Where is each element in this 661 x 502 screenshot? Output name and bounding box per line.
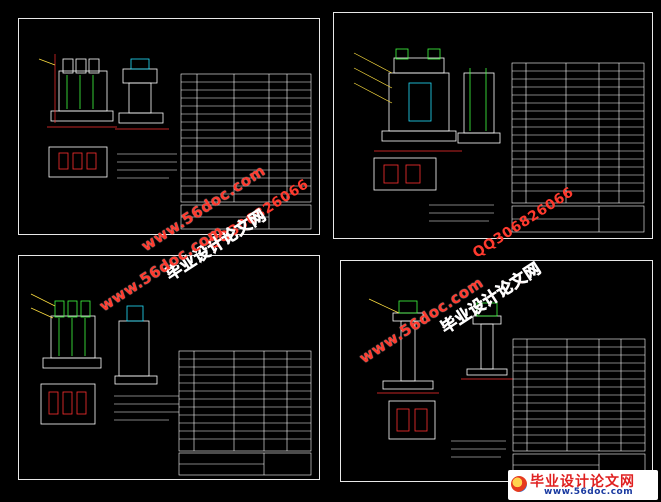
drawing-sheet-top-left[interactable] xyxy=(18,18,320,235)
logo-site-text: www.56doc.com xyxy=(544,487,634,497)
logo-brand-text: 毕业设计论文网 xyxy=(530,474,635,490)
drawing-sheet-bottom-left[interactable] xyxy=(18,255,320,480)
assembly-drawing-3 xyxy=(30,293,312,476)
assembly-drawing-2 xyxy=(353,48,645,233)
assembly-drawing-1 xyxy=(38,54,312,230)
drawing-sheet-top-right[interactable] xyxy=(333,12,653,239)
assembly-drawing-4 xyxy=(368,298,646,477)
site-logo[interactable]: 毕业设计论文网 www.56doc.com xyxy=(508,470,658,500)
logo-badge-icon xyxy=(511,476,527,492)
drawing-sheet-bottom-right[interactable] xyxy=(340,260,653,482)
